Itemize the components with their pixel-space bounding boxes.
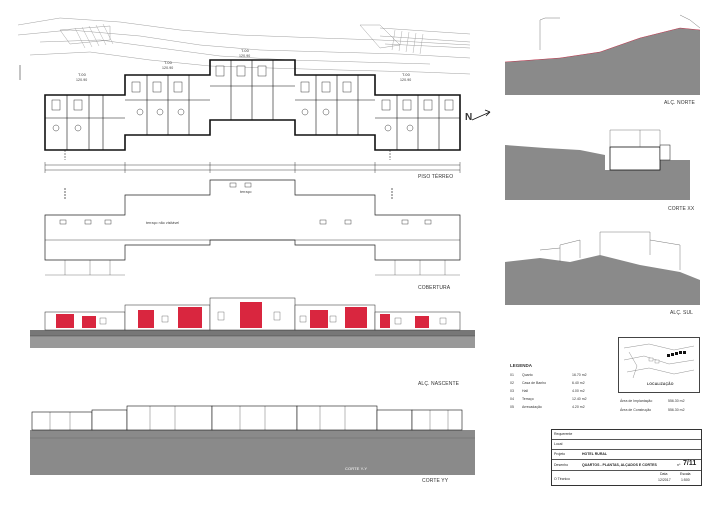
north-elevation bbox=[504, 14, 701, 95]
east-elevation bbox=[30, 297, 475, 348]
room-tag: T.00 bbox=[241, 48, 249, 53]
north-elevation-label: ALÇ. NORTE bbox=[664, 100, 695, 106]
section-xx-label: CORTE XX bbox=[668, 206, 695, 212]
north-mark: N bbox=[465, 112, 473, 123]
room-area: 120.90 bbox=[162, 66, 174, 70]
south-elevation bbox=[505, 231, 700, 305]
section-yy-inline: CORTE Y-Y bbox=[345, 466, 368, 471]
floor-plan bbox=[19, 59, 461, 173]
location-map: LOCALIZAÇÃO bbox=[618, 337, 700, 393]
parking-stripes bbox=[74, 23, 424, 55]
east-elevation-label: ALÇ. NASCENTE bbox=[418, 381, 460, 387]
north-arrow bbox=[471, 109, 491, 121]
site-contours bbox=[17, 17, 471, 75]
room-tag: T.00 bbox=[164, 60, 172, 65]
section-yy-label: CORTE YY bbox=[422, 478, 449, 484]
roof-plan bbox=[44, 179, 461, 276]
sheet-number: 7/11 bbox=[683, 460, 697, 467]
plan-label: PISO TÉRREO bbox=[418, 174, 454, 180]
room-tag: T.00 bbox=[402, 72, 410, 77]
room-area: 120.90 bbox=[400, 78, 412, 82]
drawing-title: QUARTOS - PLANTAS, ALÇADOS E CORTES bbox=[582, 463, 657, 467]
room-tag: T.00 bbox=[78, 72, 86, 77]
roof-note-2: terraço bbox=[240, 190, 252, 194]
section-xx bbox=[505, 129, 690, 200]
location-label: LOCALIZAÇÃO bbox=[647, 382, 674, 386]
section-yy bbox=[30, 405, 475, 475]
roof-label: COBERTURA bbox=[418, 285, 451, 291]
south-elevation-label: ALÇ. SUL bbox=[670, 310, 694, 316]
legend-title: LEGENDA bbox=[510, 363, 533, 368]
room-area: 120.90 bbox=[76, 78, 88, 82]
roof-note: terraço não visitável bbox=[146, 221, 180, 225]
room-area: 120.90 bbox=[239, 54, 251, 58]
